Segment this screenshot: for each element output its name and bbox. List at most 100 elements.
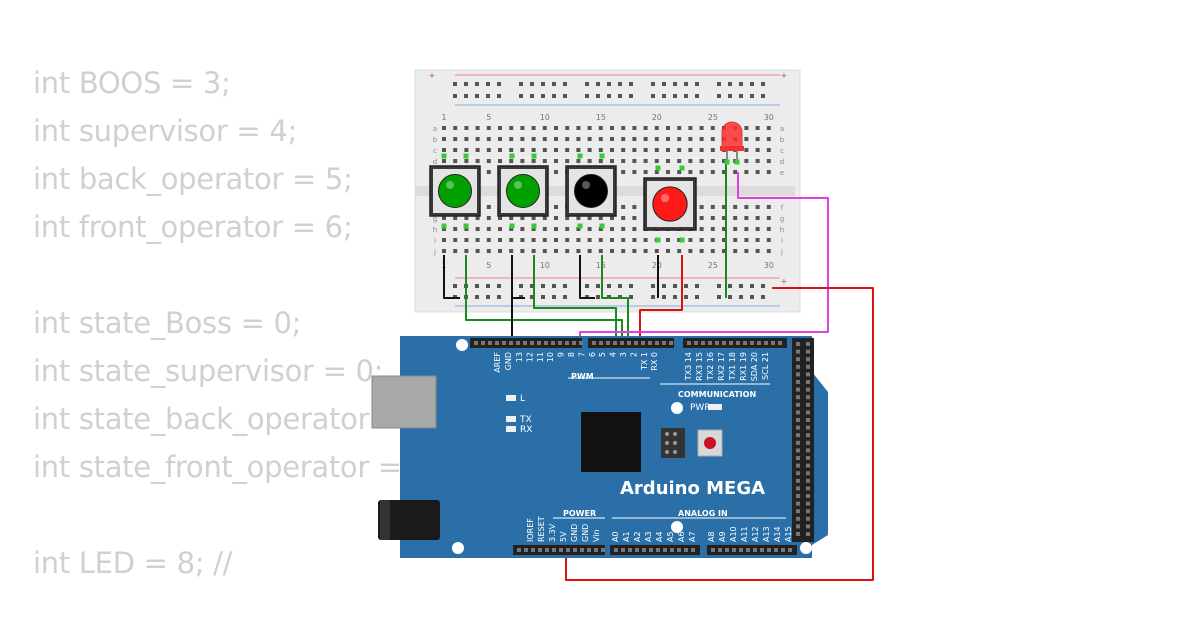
breadboard-hole [486,238,491,242]
rail-hole [453,94,457,98]
breadboard-hole [688,126,693,130]
pwr-led [708,404,722,410]
header-pin [796,433,800,438]
breadboard-hole [587,137,592,141]
breadboard-hole [699,126,704,130]
breadboard-hole [542,137,547,141]
header-pin [530,341,534,345]
breadboard-hole [744,227,749,231]
pin-label: 5V [559,531,568,542]
header-pin [746,548,750,552]
breadboard-hole [699,137,704,141]
header-pin [524,548,528,552]
column-number: 25 [708,113,718,122]
breadboard-hole [755,238,760,242]
pin-label: A15 [784,526,793,542]
breadboard-hole [677,159,682,163]
header-pin [774,548,778,552]
breadboard-hole [699,148,704,152]
header-pin [627,341,631,345]
breadboard-hole [621,216,626,220]
breadboard-hole [442,216,446,220]
breadboard-hole [643,148,648,152]
wires [443,162,874,581]
breadboard-hole [766,159,771,163]
code-line: int supervisor = 4; [33,114,297,148]
header-pin [739,548,743,552]
breadboard-hole [509,148,514,152]
rail-hole [717,295,721,299]
breadboard-hole [666,148,670,152]
breadboard-hole [610,137,614,141]
pin-label: TX 1 [640,352,649,371]
breadboard-hole [531,137,536,141]
row-letter: j [433,248,436,256]
breadboard-hole [453,159,458,163]
breadboard-hole [520,148,525,152]
breadboard-hole [666,137,670,141]
breadboard-hole [475,159,480,163]
pin-label: A7 [688,531,697,542]
breadboard-hole [699,159,704,163]
pin-label: A1 [622,531,631,542]
breadboard-hole [766,137,771,141]
push-button[interactable] [643,165,697,243]
header-pin [796,440,800,445]
rail-hole [497,295,501,299]
breadboard-hole [654,137,659,141]
breadboard-hole [677,126,682,130]
board-title: Arduino MEGA [620,478,765,499]
row-letter: b [780,136,785,144]
header-pin [796,486,800,491]
breadboard-hole [453,137,458,141]
pin-label: A4 [655,531,664,542]
breadboard-hole [486,148,491,152]
breadboard-hole [755,137,760,141]
rail-hole [541,82,545,86]
header-pin [753,548,757,552]
breadboard-hole [632,249,637,253]
breadboard-hole [610,227,614,231]
rail-hole [629,295,633,299]
breadboard-hole [766,126,771,130]
breadboard-hole [531,159,536,163]
breadboard-hole [554,216,558,220]
arduino-mega-board: Arduino MEGA PWM COMMUNICATION POWER ANA… [371,336,828,558]
breadboard-hole [520,249,525,253]
rail-hole [486,82,490,86]
breadboard-hole [576,216,581,220]
push-button[interactable] [497,153,549,229]
rail-hole [530,82,534,86]
rail-hole [761,295,765,299]
breadboard-hole [587,126,592,130]
breadboard-hole [677,170,682,174]
breadboard-hole [733,216,738,220]
push-button[interactable] [429,153,481,229]
rail-hole [662,94,666,98]
breadboard-hole [733,238,738,242]
row-letter: h [780,226,784,234]
header-pin [708,341,712,345]
pin-label: TX2 16 [706,352,715,381]
header-pin [806,395,810,400]
code-line: int state_supervisor = 0; [33,354,384,388]
breadboard-hole [666,249,670,253]
pin-dot [509,223,515,229]
breadboard-hole [598,137,603,141]
rail-hole [486,94,490,98]
push-button[interactable] [565,153,617,229]
pin-dot [577,223,583,229]
breadboard-hole [531,249,536,253]
breadboard-hole [453,227,458,231]
breadboard-hole [643,126,648,130]
pin-dot [441,153,447,159]
header-pin [587,548,591,552]
rail-hole [761,284,765,288]
header-pin [502,341,506,345]
pwr-label: PWR [690,403,711,413]
breadboard-hole [610,249,614,253]
pin-label: 10 [546,352,555,362]
breadboard-hole [710,216,715,220]
breadboard-hole [755,227,760,231]
